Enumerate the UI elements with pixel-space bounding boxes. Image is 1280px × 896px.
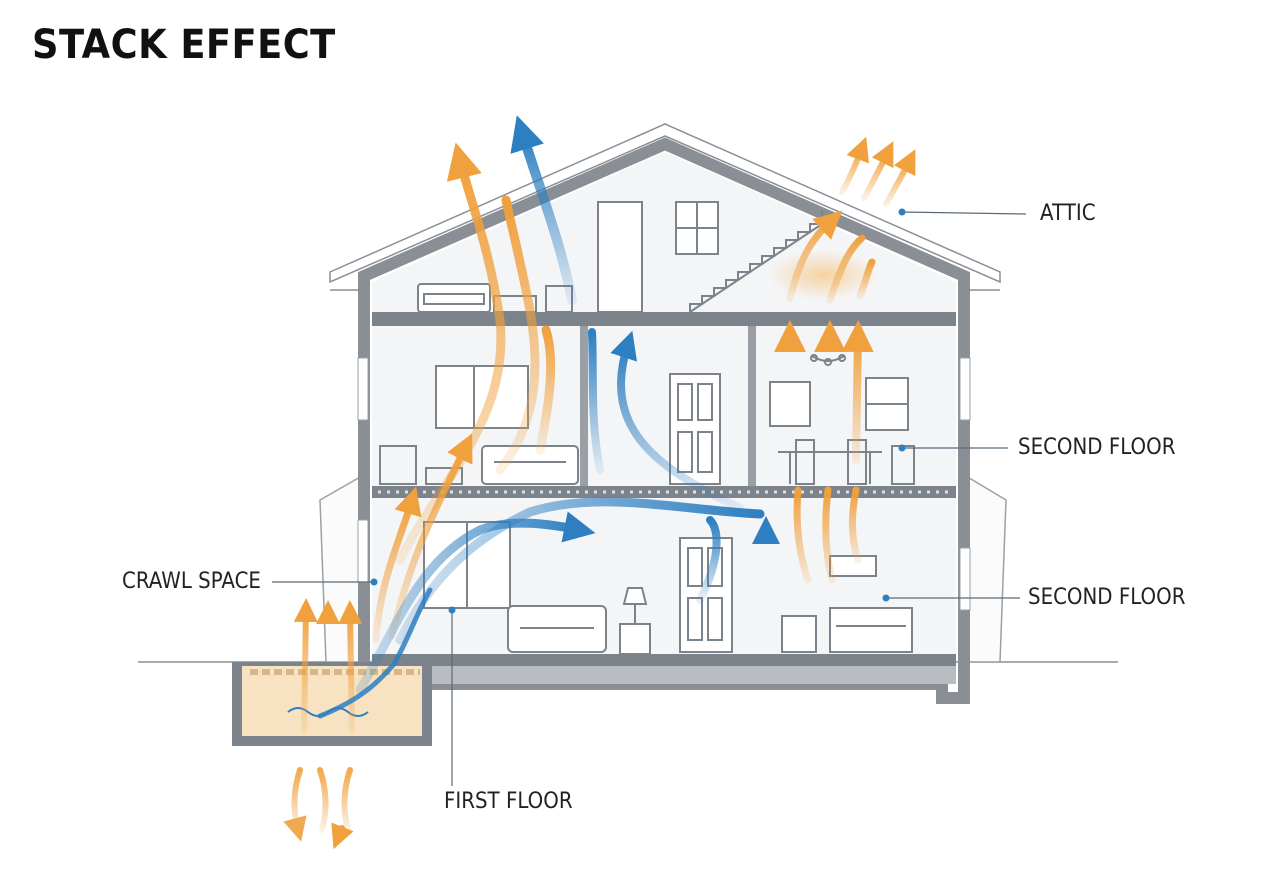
- label-second-floor-lower: SECOND FLOOR: [1028, 585, 1186, 610]
- bed-icon: [781, 607, 913, 653]
- label-attic: ATTIC: [1040, 201, 1096, 226]
- page-title: STACK EFFECT: [32, 22, 336, 68]
- label-first-floor: FIRST FLOOR: [444, 789, 573, 814]
- sofa-icon: [507, 605, 607, 653]
- lamp-icon: [619, 587, 651, 655]
- label-second-floor-upper: SECOND FLOOR: [1018, 435, 1176, 460]
- label-crawl-space: CRAWL SPACE: [122, 569, 261, 594]
- window-icon: [597, 201, 719, 313]
- stairs-icon: [689, 210, 823, 313]
- sofa-icon: [417, 283, 491, 313]
- sofa-icon: [481, 445, 579, 485]
- door-icon: [669, 373, 721, 485]
